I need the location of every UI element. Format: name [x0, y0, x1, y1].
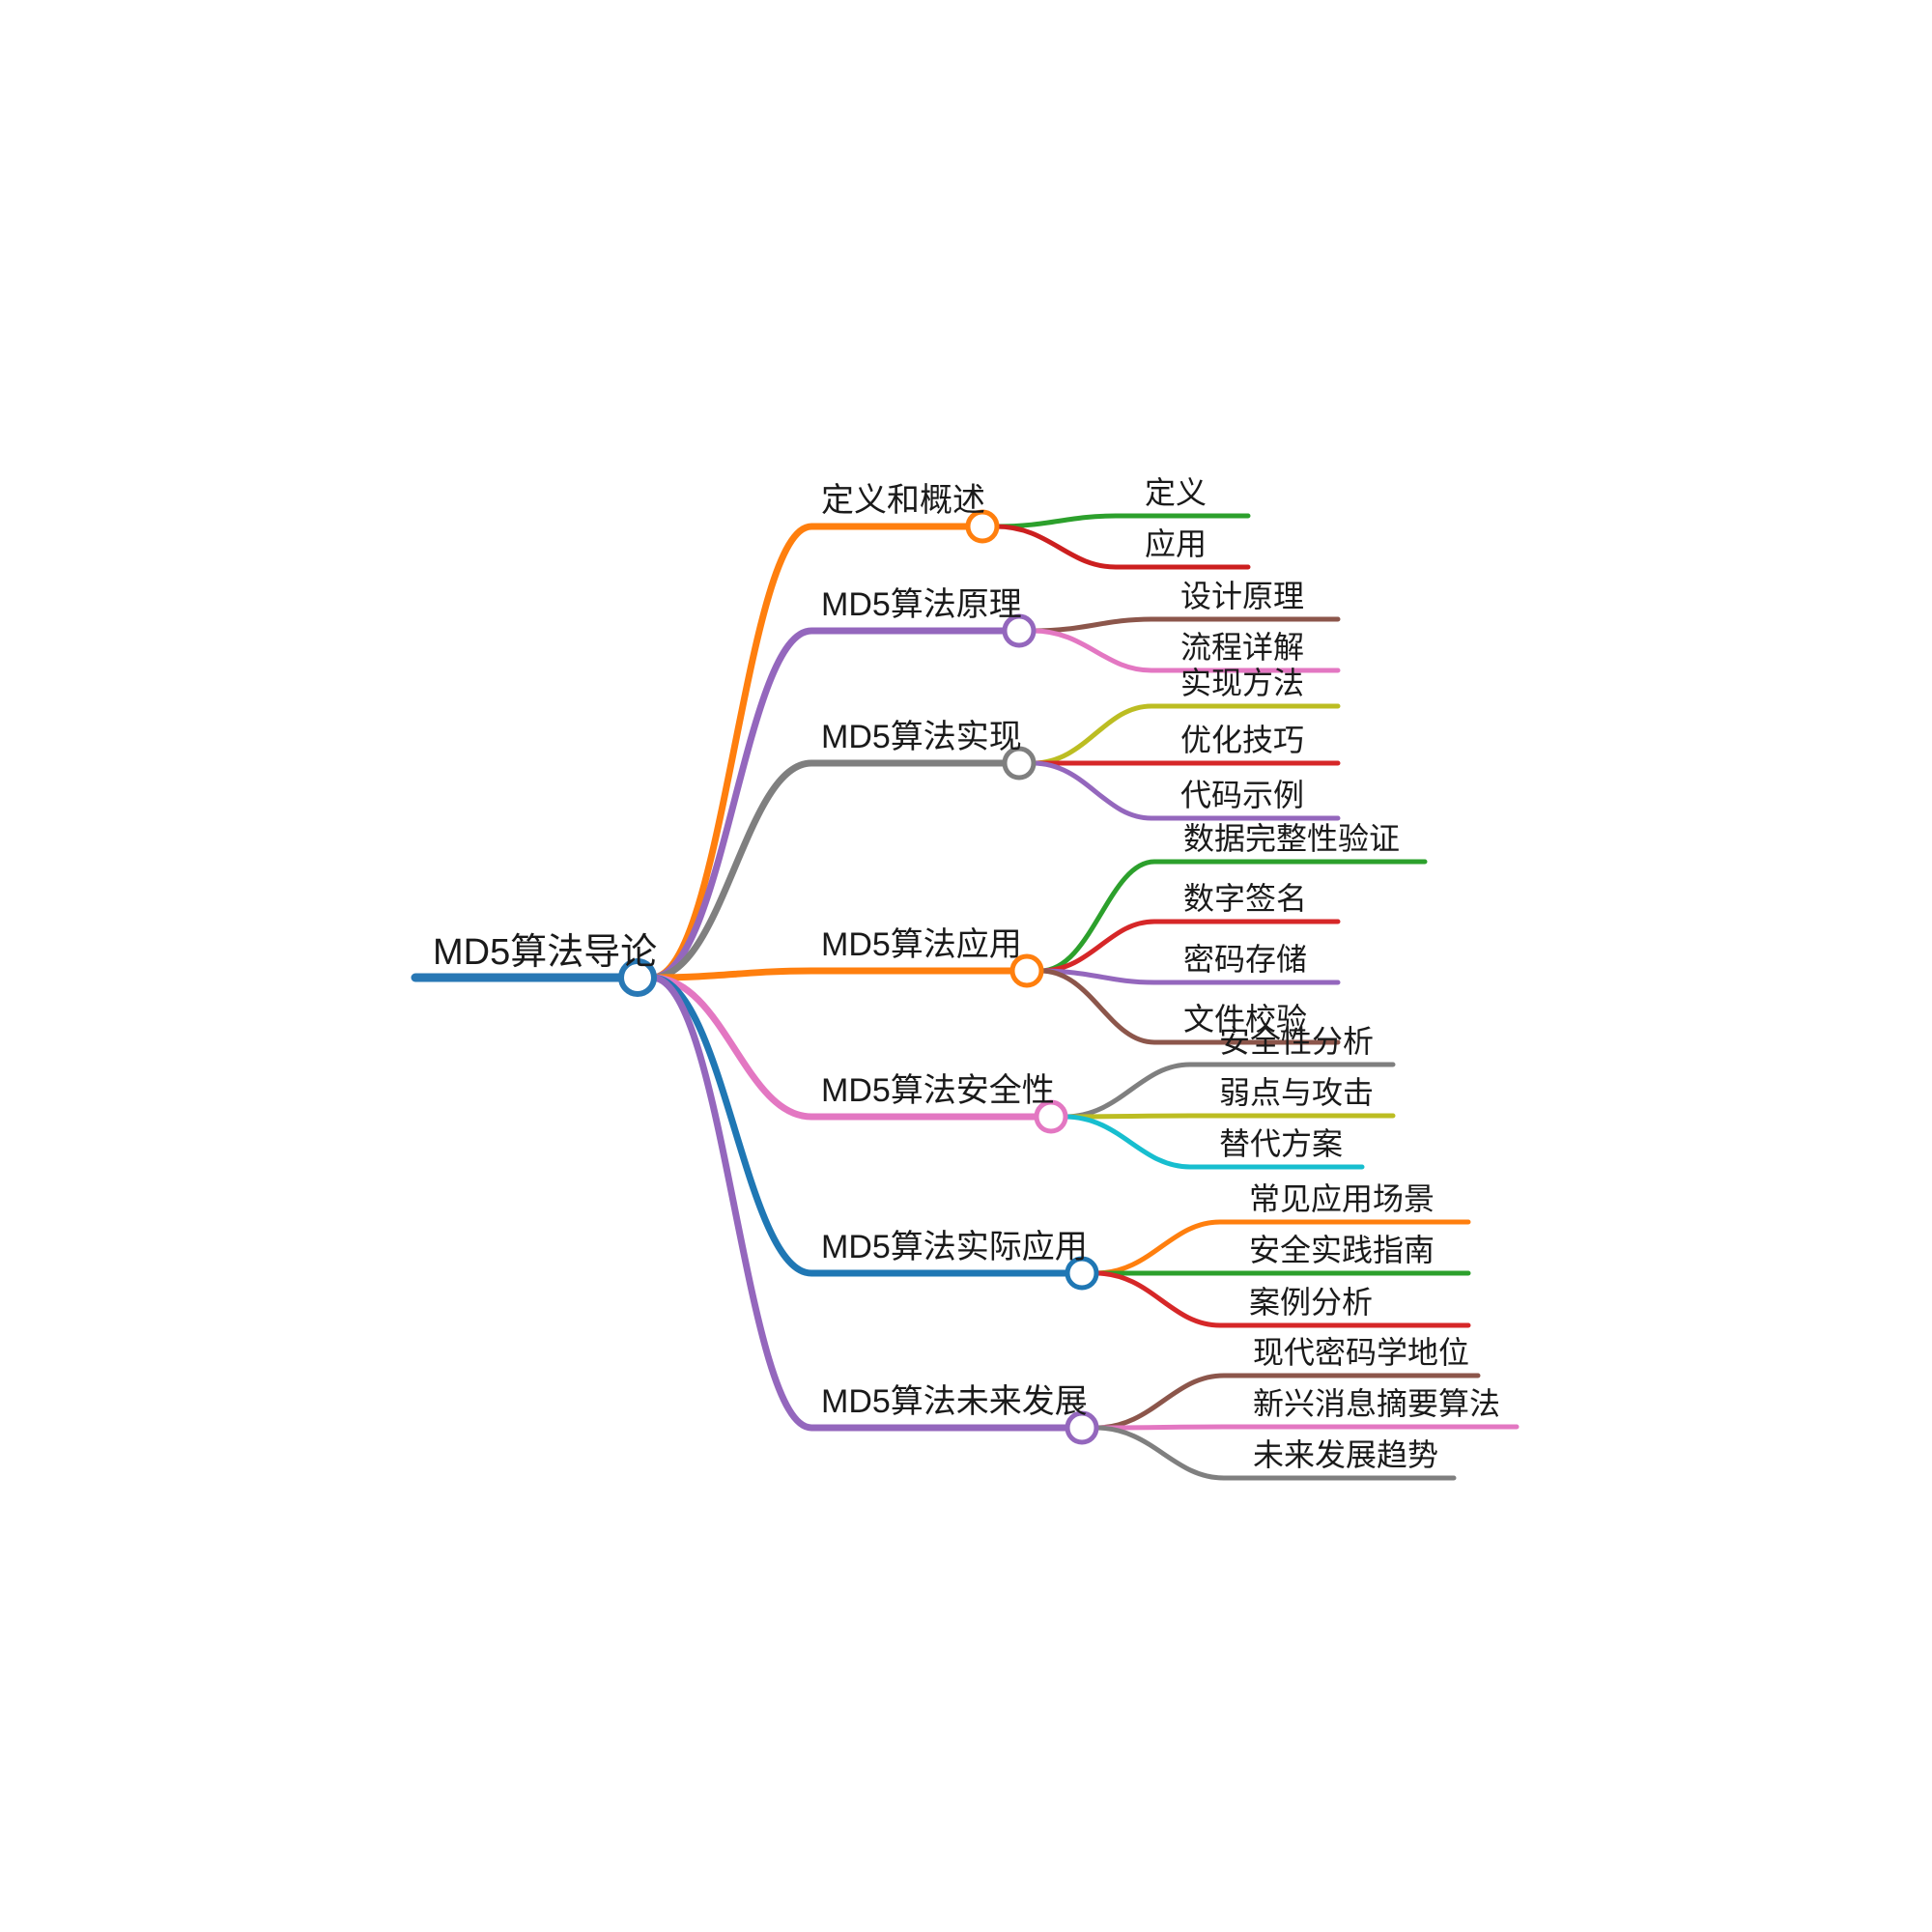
branch-edge-4 [648, 967, 1016, 981]
branch-node-7[interactable] [1065, 1410, 1099, 1445]
leaf-edge-7-3 [1093, 1425, 1457, 1481]
branch-node-3[interactable] [1002, 746, 1037, 781]
leaf-edge-1-1 [993, 513, 1251, 529]
leaf-edge-1-2 [993, 524, 1251, 570]
leaf-edge-2-2 [1030, 628, 1341, 673]
branch-label-3: MD5算法实现 [821, 719, 1022, 755]
leaf-label-6-3: 案例分析 [1249, 1285, 1373, 1320]
leaf-label-6-1: 常见应用场景 [1249, 1181, 1435, 1216]
leaf-label-2-1: 设计原理 [1180, 579, 1304, 613]
branch-edge-6 [648, 974, 1071, 1277]
leaf-edge-5-1 [1062, 1062, 1396, 1120]
branch-label-7: MD5算法未来发展 [821, 1383, 1088, 1420]
branch-node-6[interactable] [1065, 1256, 1099, 1291]
leaf-edge-5-2 [1062, 1113, 1396, 1120]
leaf-label-1-1: 定义 [1145, 475, 1207, 510]
leaf-label-7-3: 未来发展趋势 [1253, 1437, 1438, 1472]
root-label: MD5算法导论 [433, 932, 657, 973]
leaf-label-3-2: 优化技巧 [1180, 723, 1304, 757]
branch-edge-7 [648, 974, 1071, 1432]
branch-edge-2 [648, 627, 1009, 981]
leaf-label-3-3: 代码示例 [1180, 778, 1304, 812]
root-node[interactable] [618, 958, 657, 997]
leaf-label-7-1: 现代密码学地位 [1253, 1335, 1469, 1370]
leaf-edge-7-1 [1093, 1373, 1481, 1431]
nodes-layer [618, 509, 1099, 1445]
leaf-label-7-2: 新兴消息摘要算法 [1253, 1386, 1500, 1421]
leaf-label-4-3: 密码存储 [1183, 942, 1307, 977]
leaf-edge-7-2 [1093, 1424, 1520, 1431]
leaf-edge-4-1 [1037, 859, 1428, 974]
branch-node-4[interactable] [1009, 953, 1044, 988]
leaf-label-4-4: 文件校验 [1183, 1002, 1307, 1037]
leaf-label-5-3: 替代方案 [1219, 1126, 1343, 1161]
leaf-edge-4-4 [1037, 968, 1341, 1045]
leaf-label-1-2: 应用 [1145, 526, 1207, 561]
branch-node-5[interactable] [1034, 1099, 1068, 1134]
leaf-edge-6-1 [1093, 1219, 1471, 1276]
branch-label-2: MD5算法原理 [821, 586, 1022, 623]
leaf-edge-5-3 [1062, 1114, 1365, 1170]
leaf-label-6-2: 安全实践指南 [1249, 1233, 1435, 1267]
leaf-label-5-2: 弱点与攻击 [1219, 1075, 1374, 1110]
leaf-label-3-1: 实现方法 [1180, 666, 1304, 700]
leaf-edge-6-3 [1093, 1270, 1471, 1328]
branch-label-1: 定义和概述 [821, 482, 985, 519]
leaf-label-4-1: 数据完整性验证 [1183, 821, 1400, 856]
branch-label-5: MD5算法安全性 [821, 1072, 1055, 1109]
branch-label-6: MD5算法实际应用 [821, 1229, 1088, 1265]
branch-node-1[interactable] [965, 509, 1000, 544]
branch-edge-5 [648, 974, 1040, 1121]
leaf-edge-3-1 [1030, 703, 1341, 766]
branch-node-2[interactable] [1002, 613, 1037, 648]
leaf-label-4-2: 数字签名 [1183, 881, 1307, 916]
branch-edge-1 [648, 523, 972, 981]
branch-label-4: MD5算法应用 [821, 926, 1022, 963]
branch-edge-3 [648, 759, 1009, 981]
edges-layer [411, 513, 1520, 1481]
leaf-label-2-2: 流程详解 [1180, 630, 1304, 665]
leaf-edge-4-2 [1037, 919, 1341, 974]
leaf-label-5-1: 安全性分析 [1219, 1024, 1374, 1059]
leaf-edge-3-3 [1030, 760, 1341, 821]
